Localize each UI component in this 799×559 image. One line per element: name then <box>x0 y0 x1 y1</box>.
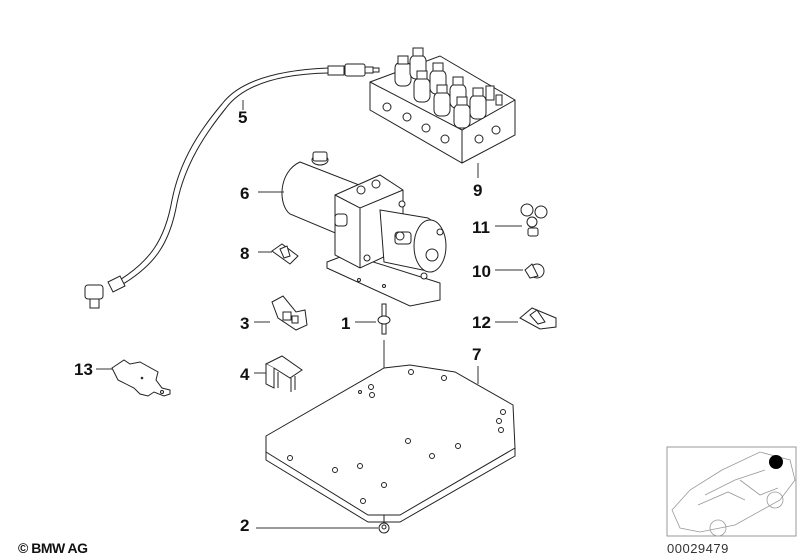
callout-3[interactable]: 3 <box>240 314 250 333</box>
part-4-bracket-cap[interactable] <box>264 355 303 392</box>
car-locator-icon <box>666 446 797 537</box>
part-5-hydraulic-line[interactable] <box>84 63 380 309</box>
callout-5[interactable]: 5 <box>238 108 248 127</box>
callout-6[interactable]: 6 <box>240 184 250 203</box>
callout-1[interactable]: 1 <box>341 314 351 333</box>
part-3-clip[interactable] <box>271 295 308 331</box>
callout-9[interactable]: 9 <box>473 181 483 200</box>
part-13-holder-bracket[interactable] <box>111 359 171 397</box>
part-9-valve-block[interactable] <box>369 47 516 164</box>
part-11-double-clip[interactable] <box>520 203 548 237</box>
part-2-nut[interactable] <box>378 515 390 534</box>
document-number: 00029479 <box>667 541 729 556</box>
callout-2[interactable]: 2 <box>240 516 250 535</box>
callout-8[interactable]: 8 <box>240 244 250 263</box>
part-12-clip-nut-large[interactable] <box>519 307 557 330</box>
callout-12[interactable]: 12 <box>472 313 491 332</box>
callout-7[interactable]: 7 <box>472 345 482 364</box>
callout-13[interactable]: 13 <box>74 360 93 379</box>
part-6-pump-motor[interactable] <box>281 151 447 307</box>
callout-10[interactable]: 10 <box>472 262 491 281</box>
callout-11[interactable]: 11 <box>472 218 490 237</box>
part-8-clip-nut[interactable] <box>271 243 299 265</box>
part-7-mounting-plate[interactable] <box>265 364 516 523</box>
leader-lines <box>96 100 523 529</box>
copyright-label: © BMW AG <box>18 540 88 556</box>
part-10-cable-clip[interactable] <box>524 263 545 279</box>
location-marker <box>769 455 783 469</box>
callout-4[interactable]: 4 <box>240 365 250 384</box>
